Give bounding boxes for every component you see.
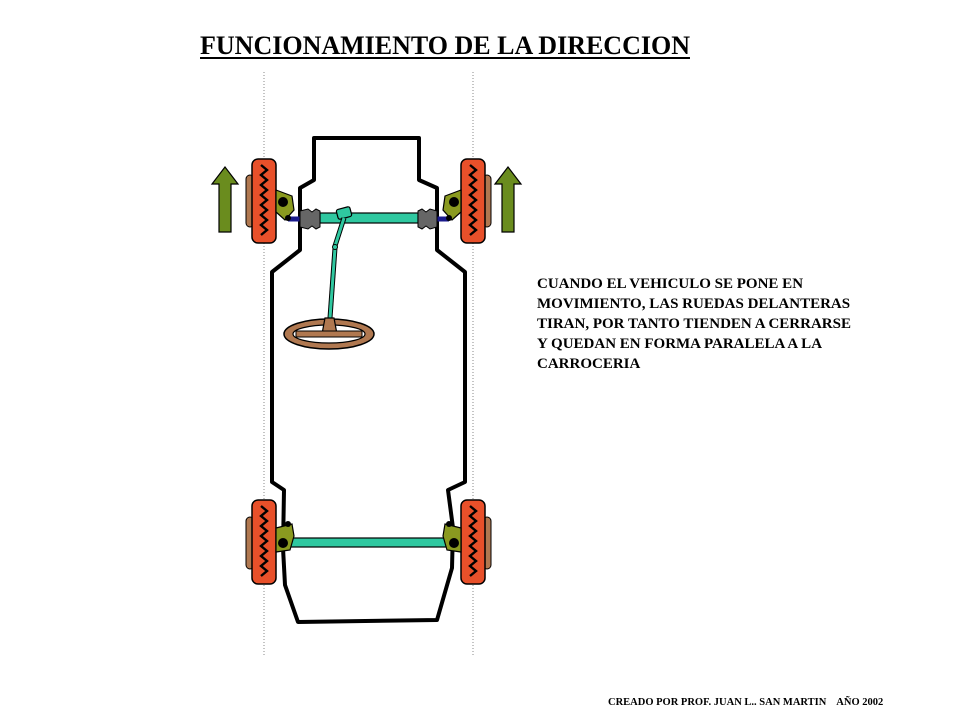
left-rack-boot bbox=[299, 208, 321, 230]
credit-footer: CREADO POR PROF. JUAN L.. SAN MARTIN AÑO … bbox=[608, 697, 883, 708]
steering-column bbox=[327, 206, 353, 319]
rear-left-wheel bbox=[245, 498, 295, 586]
description-line: TIRAN, POR TANTO TIENDEN A CERRARSE bbox=[537, 316, 851, 332]
description-line: CARROCERIA bbox=[537, 356, 641, 372]
description-line: CUANDO EL VEHICULO SE PONE EN bbox=[537, 276, 804, 292]
slide-title: FUNCIONAMIENTO DE LA DIRECCION bbox=[200, 31, 690, 60]
description-text: CUANDO EL VEHICULO SE PONE EN MOVIMIENTO… bbox=[537, 274, 897, 374]
credit-year: AÑO 2002 bbox=[836, 697, 884, 708]
up-arrow-icon bbox=[493, 166, 523, 233]
steering-rack bbox=[319, 212, 419, 224]
car-body-outline bbox=[270, 136, 467, 624]
front-left-wheel bbox=[245, 157, 295, 245]
credit-author: CREADO POR PROF. JUAN L.. SAN MARTIN bbox=[608, 697, 827, 708]
right-rack-boot bbox=[417, 208, 438, 230]
rear-axle bbox=[287, 537, 449, 548]
steering-wheel-icon bbox=[283, 317, 375, 350]
description-line: MOVIMIENTO, LAS RUEDAS DELANTERAS bbox=[537, 296, 851, 312]
rear-right-wheel bbox=[442, 498, 492, 586]
up-arrow-icon bbox=[210, 166, 240, 233]
front-right-wheel bbox=[442, 157, 492, 245]
front-axle bbox=[288, 208, 449, 230]
description-line: Y QUEDAN EN FORMA PARALELA A LA bbox=[537, 336, 823, 352]
